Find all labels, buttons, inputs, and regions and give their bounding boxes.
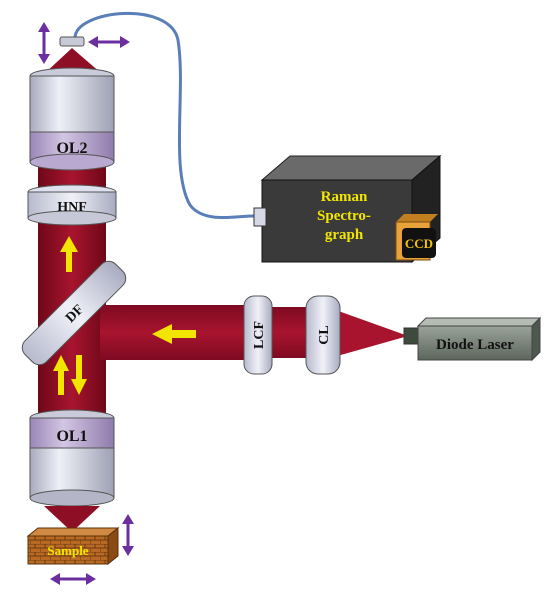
double-arrow-icon [122,514,134,556]
diode-laser: Diode Laser [403,316,542,362]
double-arrow-icon [88,36,130,48]
ol2-label: OL2 [56,140,87,157]
horizontal-beam-mid [268,307,308,358]
optical-fiber [73,11,257,220]
yellow-arrow-icon [53,355,87,395]
yellow-arrow-icon [152,324,196,344]
ol1-label: OL1 [56,428,87,445]
yellow-arrow-icon [60,236,78,272]
laser-clean-filter-lcf: LCF [243,295,273,375]
spectrograph-line2: Spectro- [317,208,371,224]
sample-label: Sample [47,543,88,558]
collimating-lens-cl: CL [305,295,341,375]
double-arrow-icon [38,22,50,64]
notch-filter-hnf: HNF [27,184,117,226]
lcf-label: LCF [252,321,267,349]
sample-block: Sample [26,526,120,566]
hnf-label: HNF [57,200,87,215]
laser-label: Diode Laser [436,337,514,353]
fiber-tip [59,36,85,47]
beam-bottom-cone [44,506,100,532]
spectrograph-line1: Raman [321,189,368,205]
ccd-label: CCD [405,236,433,251]
beam-top-cone [44,48,102,74]
objective-ol2: OL2 [29,67,115,171]
raman-spectrograph: Raman Spectro- graph CCD [253,154,442,264]
laser-cone [330,308,408,358]
objective-ol1: OL1 [29,409,115,507]
spectrograph-line3: graph [325,227,364,243]
double-arrow-icon [50,573,96,585]
cl-label: CL [317,325,332,344]
dichroic-filter-df: DF [21,260,127,366]
ccd-detector: CCD [395,214,438,261]
